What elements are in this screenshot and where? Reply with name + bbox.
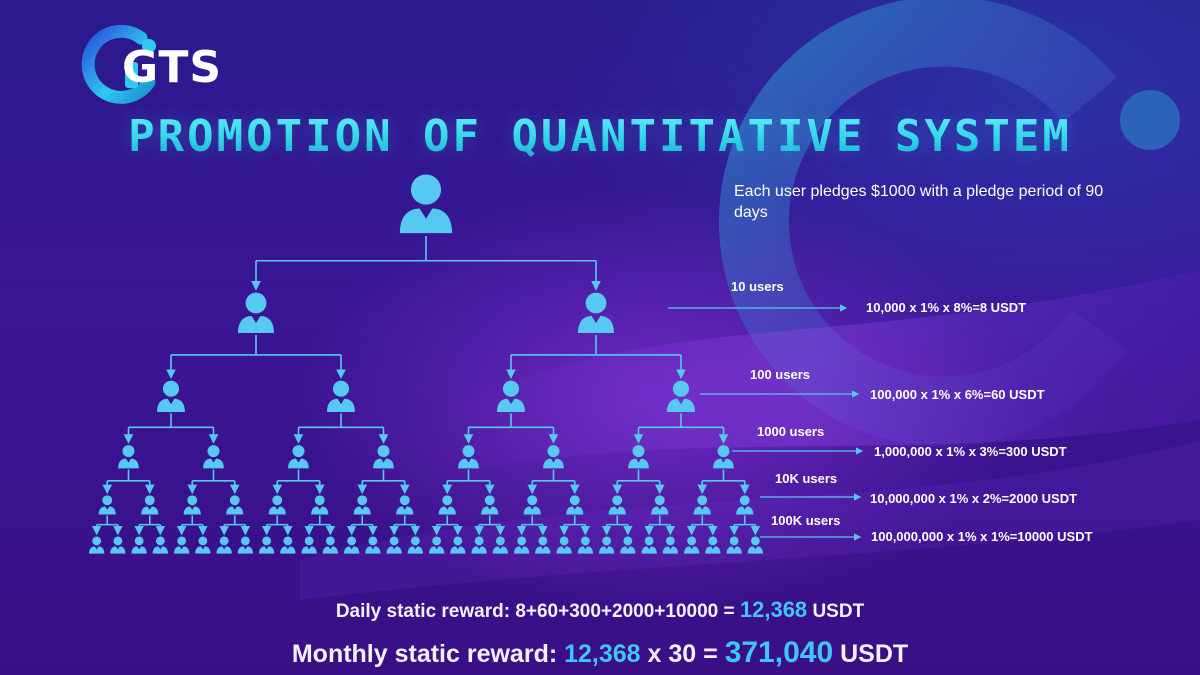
person-icon (344, 536, 360, 554)
monthly-reward-label: Monthly static reward: (291, 640, 565, 668)
person-icon (322, 536, 338, 554)
level-2-formula: 100,000 x 1% x 6%=60 USDT (870, 387, 1045, 402)
person-icon (693, 495, 711, 515)
person-icon (399, 174, 453, 234)
level-2-users-label: 100 users (750, 367, 810, 382)
level-1-users-label: 10 users (731, 279, 784, 294)
person-icon (157, 380, 185, 412)
person-icon (89, 536, 105, 554)
person-icon (662, 536, 678, 554)
person-icon (226, 495, 244, 515)
person-icon (407, 536, 423, 554)
person-icon (667, 380, 695, 412)
level-3-users-label: 1000 users (757, 424, 825, 439)
person-icon (259, 536, 275, 554)
person-icon (471, 536, 487, 554)
daily-reward-value: 12,368 (739, 597, 808, 622)
person-icon (705, 536, 721, 554)
person-icon (497, 380, 525, 412)
person-icon (726, 536, 742, 554)
person-icon (280, 536, 296, 554)
person-icon (238, 292, 274, 333)
person-icon (747, 536, 763, 554)
person-icon (713, 445, 734, 469)
level-5-users-label: 100K users (771, 513, 841, 528)
person-icon (353, 495, 371, 515)
level-1-formula: 10,000 x 1% x 8%=8 USDT (866, 300, 1027, 315)
person-icon (651, 495, 669, 515)
person-icon (608, 495, 626, 515)
person-icon (174, 536, 190, 554)
person-icon (481, 495, 499, 515)
person-icon (183, 495, 201, 515)
person-icon (556, 536, 572, 554)
monthly-reward-unit: USDT (833, 640, 909, 668)
person-icon (237, 536, 253, 554)
person-icon (450, 536, 466, 554)
person-icon (386, 536, 402, 554)
person-icon (566, 495, 584, 515)
person-icon (118, 445, 139, 469)
person-icon (620, 536, 636, 554)
logo-mark-icon (81, 24, 156, 104)
brand-name: GTS (122, 42, 223, 93)
monthly-reward-multiplicand: 12,368 (564, 640, 641, 668)
person-icon (599, 536, 615, 554)
person-icon (327, 380, 355, 412)
page-title: PROMOTION OF QUANTITATIVE SYSTEM (0, 111, 1200, 162)
person-icon (311, 495, 329, 515)
person-icon (216, 536, 232, 554)
level-4-users-label: 10K users (775, 471, 838, 486)
level-5-formula: 100,000,000 x 1% x 1%=10000 USDT (871, 529, 1093, 544)
person-icon (514, 536, 530, 554)
person-icon (396, 495, 414, 515)
person-icon (131, 536, 147, 554)
daily-reward-label: Daily static reward: 8+60+300+2000+10000… (335, 601, 740, 622)
person-icon (203, 445, 224, 469)
person-icon (141, 495, 159, 515)
person-icon (641, 536, 657, 554)
person-icon (268, 495, 286, 515)
level-3-formula: 1,000,000 x 1% x 3%=300 USDT (874, 444, 1067, 459)
person-icon (195, 536, 211, 554)
person-icon (523, 495, 541, 515)
daily-reward-summary: Daily static reward: 8+60+300+2000+10000… (0, 597, 1200, 623)
person-icon (543, 445, 564, 469)
person-icon (736, 495, 754, 515)
level-4-formula: 10,000,000 x 1% x 2%=2000 USDT (870, 491, 1078, 506)
person-icon (110, 536, 126, 554)
monthly-reward-value: 371,040 (724, 636, 834, 669)
person-icon (535, 536, 551, 554)
person-icon (152, 536, 168, 554)
daily-reward-unit: USDT (807, 601, 865, 622)
person-icon (492, 536, 508, 554)
person-icon (438, 495, 456, 515)
person-icon (288, 445, 309, 469)
person-icon (301, 536, 317, 554)
person-icon (429, 536, 445, 554)
pledge-note: Each user pledges $1000 with a pledge pe… (734, 183, 1104, 221)
person-icon (577, 536, 593, 554)
person-icon (373, 445, 394, 469)
person-icon (684, 536, 700, 554)
person-icon (628, 445, 649, 469)
person-icon (365, 536, 381, 554)
monthly-reward-operator: x 30 = (640, 640, 725, 668)
person-icon (458, 445, 479, 469)
monthly-reward-summary: Monthly static reward: 12,368 x 30 = 371… (0, 636, 1200, 670)
person-icon (578, 292, 614, 333)
person-icon (98, 495, 116, 515)
